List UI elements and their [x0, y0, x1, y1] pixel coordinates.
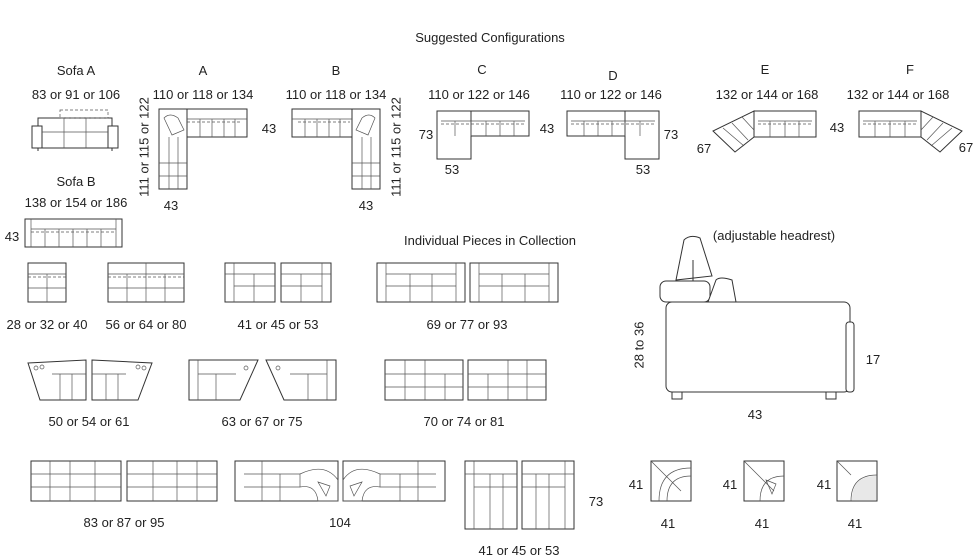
wedge-3-side: 41 [816, 477, 832, 492]
sofa-a-dim: 83 or 91 or 106 [31, 87, 121, 102]
sofa-b-dim: 138 or 154 or 186 [24, 195, 128, 210]
config-d-width: 110 or 122 or 146 [560, 87, 662, 102]
config-b-label: B [331, 63, 341, 78]
piece-2-dim: 56 or 64 or 80 [105, 317, 187, 332]
side-view-drawing [660, 236, 854, 399]
wedge-1-side: 41 [628, 477, 644, 492]
sofa-a-drawing [32, 110, 118, 151]
config-a-drawing [159, 109, 247, 189]
config-c-bottom: 53 [444, 162, 460, 177]
config-e-label: E [760, 62, 770, 77]
wedge-3-drawing [837, 461, 877, 501]
config-d-right: 73 [663, 127, 679, 142]
wedge-3-bottom: 41 [847, 516, 863, 531]
config-c-width: 110 or 122 or 146 [428, 87, 530, 102]
config-d-label: D [608, 68, 618, 83]
wedge-2-side: 41 [722, 477, 738, 492]
config-f-drawing [859, 111, 962, 152]
piece-3-dim: 41 or 45 or 53 [237, 317, 319, 332]
piece-10-dim: 41 or 45 or 53 [478, 543, 560, 558]
config-a-label: A [198, 63, 208, 78]
config-a-depth: 43 [261, 121, 277, 136]
config-e-left: 67 [696, 141, 712, 156]
section-title: Individual Pieces in Collection [404, 233, 576, 248]
side-view-depth: 43 [747, 407, 763, 422]
config-c-left: 73 [418, 127, 434, 142]
config-d-drawing [567, 111, 659, 159]
config-e-drawing [713, 111, 816, 152]
config-d-bottom: 53 [635, 162, 651, 177]
config-e-width: 132 or 144 or 168 [715, 87, 819, 102]
piece-8-drawing [31, 461, 217, 501]
piece-5-dim: 50 or 54 or 61 [48, 414, 130, 429]
piece-2-drawing [108, 263, 184, 302]
config-a-bottom: 43 [163, 198, 179, 213]
piece-9-drawing [235, 461, 445, 501]
wedge-2-drawing [744, 461, 784, 501]
piece-4-dim: 69 or 77 or 93 [426, 317, 508, 332]
piece-8-dim: 83 or 87 or 95 [83, 515, 165, 530]
piece-6-drawing [189, 360, 336, 400]
piece-4-drawing [377, 263, 558, 302]
config-b-width: 110 or 118 or 134 [285, 87, 387, 102]
piece-6-dim: 63 or 67 or 75 [221, 414, 303, 429]
piece-7-dim: 70 or 74 or 81 [423, 414, 505, 429]
sofa-a-label: Sofa A [56, 63, 96, 78]
sofa-b-drawing [25, 219, 122, 247]
config-a-width: 110 or 118 or 134 [152, 87, 254, 102]
piece-7-drawing [385, 360, 546, 400]
config-f-right: 67 [958, 140, 974, 155]
config-b-side: 111 or 115 or 122 [388, 97, 404, 197]
sofa-b-depth: 43 [4, 229, 20, 244]
piece-10-depth: 73 [588, 494, 604, 509]
config-c-right: 43 [539, 121, 555, 136]
headrest-note: (adjustable headrest) [712, 228, 836, 243]
piece-1-drawing [28, 263, 66, 302]
wedge-1-bottom: 41 [660, 516, 676, 531]
piece-1-dim: 28 or 32 or 40 [6, 317, 88, 332]
config-b-drawing [292, 109, 380, 189]
config-c-drawing [437, 111, 529, 159]
side-view-height: 28 to 36 [631, 321, 647, 369]
piece-3-drawing [225, 263, 331, 302]
wedge-1-drawing [651, 461, 691, 501]
config-f-label: F [906, 62, 914, 77]
config-c-label: C [477, 62, 487, 77]
piece-9-dim: 104 [329, 515, 351, 530]
sofa-b-label: Sofa B [56, 174, 96, 189]
wedge-2-bottom: 41 [754, 516, 770, 531]
config-f-width: 132 or 144 or 168 [846, 87, 950, 102]
piece-5-drawing [28, 360, 152, 400]
config-a-side: 111 or 115 or 122 [136, 97, 152, 197]
config-e-right: 43 [829, 120, 845, 135]
piece-10-drawing [465, 461, 574, 529]
side-view-seat: 17 [865, 352, 881, 367]
diagram-title: Suggested Configurations [415, 30, 565, 45]
config-b-bottom: 43 [358, 198, 374, 213]
